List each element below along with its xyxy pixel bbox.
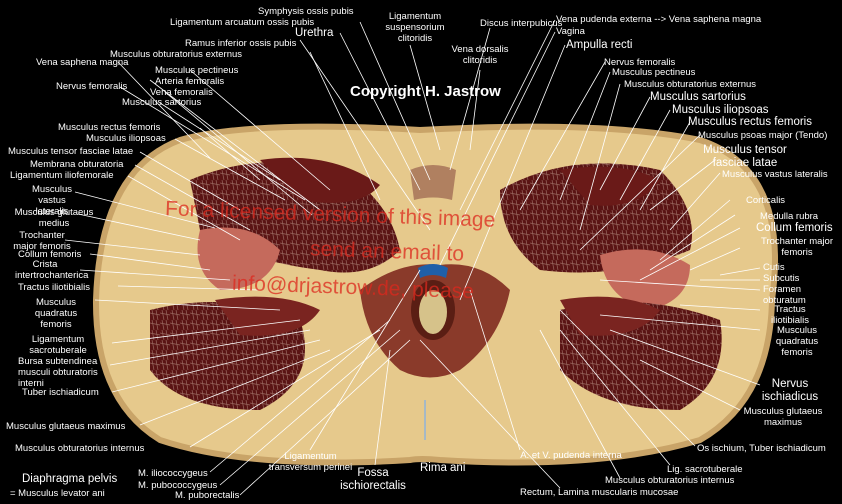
label-puborect: M. puborectalis (175, 490, 240, 501)
label-collum: Collum femoris (18, 249, 82, 260)
label-vastus: Musculus vastus lateralis (31, 184, 73, 217)
label-rectum: Rectum, Lamina muscularis mucosae (520, 487, 679, 498)
right-femur (600, 249, 690, 310)
label-pubococ: M. pubococcygeus (138, 480, 218, 491)
label-pectineus-right: Musculus pectineus (612, 67, 696, 78)
label-ven-fem: Vena femoralis (150, 87, 213, 98)
label-sartorius: Musculus sartorius (122, 97, 202, 108)
label-medulla: Medulla rubra (760, 211, 819, 222)
label-rect-fem: Musculus rectus femoris (58, 122, 161, 133)
label-glut-med: Musculus glutaeus medius (14, 207, 94, 229)
label-obt-ext-right: Musculus obturatorius externus (624, 79, 757, 90)
label-glut-max: Musculus glutaeus maximus (6, 421, 126, 432)
label-psoas: Musculus psoas major (Tendo) (698, 130, 828, 141)
label-ramus-inf: Ramus inferior ossis pubis (185, 38, 297, 49)
label-lig-arcuatum: Ligamentum arcuatum ossis pubis (170, 17, 315, 28)
label-nerv-fem-right: Nervus femoralis (604, 57, 676, 68)
label-bursa: Bursa subtendinea musculi obturatoris in… (18, 356, 98, 389)
label-nerv-isch: Nervus ischiadicus (761, 378, 819, 403)
label-diaphragma: Diaphragma pelvis (22, 473, 118, 485)
label-obt-int-right: Musculus obturatorius internus (605, 475, 735, 486)
label-nerv-fem: Nervus femoralis (56, 81, 128, 92)
label-levator: = Musculus levator ani (10, 488, 105, 499)
label-pectineus: Musculus pectineus (155, 65, 239, 76)
label-tensor-right: Musculus tensor fasciae latae (703, 144, 787, 169)
label-vastus-right: Musculus vastus lateralis (722, 169, 828, 180)
label-iliopsoas-right: Musculus iliopsoas (672, 104, 769, 116)
leader-lines (64, 19, 761, 496)
label-iliopsoas: Musculus iliopsoas (86, 133, 166, 144)
label-obt-int: Musculus obturatorius internus (15, 443, 145, 454)
label-obt-ext-left: Musculus obturatorius externus (110, 49, 243, 60)
left-quadratus (215, 296, 320, 336)
label-tractus: Tractus iliotibialis (18, 282, 90, 293)
label-sartorius-right: Musculus sartorius (650, 91, 746, 103)
label-corticalis: Corticalis (746, 195, 786, 206)
copyright-notice: Copyright H. Jastrow (350, 83, 501, 100)
label-rect-fem-right: Musculus rectus femoris (688, 116, 812, 128)
label-discus: Discus interpubicus (480, 18, 563, 29)
label-quadratus: Musculus quadratus femoris (34, 297, 78, 330)
label-art-fem: Arteria femoralis (155, 76, 225, 87)
label-tractus-right: Tractus iliotibialis (770, 304, 809, 326)
left-femur (197, 227, 280, 290)
label-foramen: Foramen obturatum (763, 284, 806, 306)
label-tensor: Musculus tensor fasciae latae (8, 146, 134, 157)
label-subcutis: Subcutis (763, 273, 800, 284)
label-vena-pudenda: Vena pudenda externa --> Vena saphena ma… (556, 14, 762, 25)
label-lig-susp: Ligamentum suspensorium clitoridis (385, 11, 445, 44)
label-vena-dorsalis: Vena dorsalis clitoridis (451, 44, 509, 66)
label-iliococ: M. iliococcygeus (138, 468, 208, 479)
label-fossa: Fossa ischiorectalis (340, 467, 406, 492)
label-glut-max-right: Musculus glutaeus maximus (743, 406, 823, 428)
label-symphysis: Symphysis ossis pubis (258, 6, 354, 17)
label-urethra: Urethra (295, 27, 334, 39)
label-pudenda-int: A. et V. pudenda interna (520, 450, 622, 461)
rectum-lumen (419, 290, 447, 334)
label-ampulla: Ampulla recti (566, 39, 633, 51)
label-vagina: Vagina (556, 26, 585, 37)
left-iliopsoas (260, 157, 380, 203)
label-quadratus-right: Musculus quadratus femoris (775, 325, 819, 358)
label-troch-right: Trochanter major femoris (761, 236, 833, 258)
label-lig-transv: Ligamentum transversum perinei (268, 451, 353, 473)
label-rima: Rima ani (420, 462, 466, 474)
vagina (418, 264, 448, 278)
label-collum-right: Collum femoris (756, 222, 833, 234)
label-troch: Trochanter major femoris (13, 230, 71, 252)
label-tuber: Tuber ischiadicum (22, 387, 99, 398)
label-lig-sacro-right: Lig. sacrotuberale (667, 464, 743, 475)
label-saphena: Vena saphena magna (36, 57, 129, 68)
label-os-ischium: Os ischium, Tuber ischiadicum (697, 443, 826, 454)
pubic-symphysis (410, 165, 456, 200)
label-cutis: Cutis (763, 262, 785, 273)
label-membrana: Membrana obturatoria (30, 159, 124, 170)
right-iliopsoas (560, 166, 660, 206)
label-lig-sacro: Ligamentum sacrotuberale (29, 334, 87, 356)
label-lig-ilio: Ligamentum iliofemorale (10, 170, 114, 181)
label-crista: Crista intertrochanterica (15, 259, 89, 281)
